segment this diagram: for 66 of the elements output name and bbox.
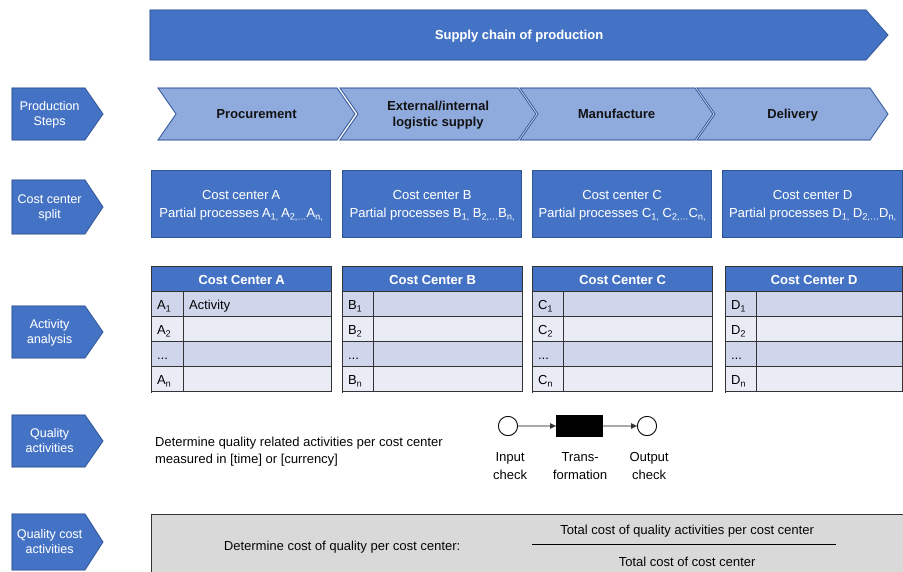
table-header: Cost Center A xyxy=(152,267,332,292)
box-text: Cost center A xyxy=(200,186,282,204)
step-label: Activity analysis xyxy=(26,317,74,347)
table-cell: A$_{n}$ xyxy=(152,367,184,392)
row-tag xyxy=(12,88,103,140)
node-caption: Input check xyxy=(492,448,528,484)
box-text: Cost center D xyxy=(772,186,854,204)
step-label: Cost center split xyxy=(16,192,82,222)
row-tag xyxy=(12,180,103,234)
node-caption: Output check xyxy=(628,448,670,484)
denominator-text: Total cost of cost center xyxy=(618,553,756,570)
step-label: Supply chain of production xyxy=(434,27,604,43)
process-box xyxy=(342,170,522,238)
table-cell: B$_{2}$ xyxy=(343,317,374,342)
process-step xyxy=(158,88,355,140)
table-cell: ... xyxy=(533,342,564,367)
numerator-text: Total cost of quality activities per cost center xyxy=(559,521,815,538)
table-header: Cost Center C xyxy=(533,267,713,292)
process-step xyxy=(340,88,536,140)
table-cell: ... xyxy=(343,342,374,367)
step-label: External/internal logistic supply xyxy=(386,98,490,130)
step-label: Procurement xyxy=(215,106,298,122)
title-banner xyxy=(150,10,888,60)
place-circle xyxy=(498,416,518,436)
row-tag xyxy=(12,306,103,358)
table-cell: C$_{n}$ xyxy=(533,367,564,392)
process-step xyxy=(697,88,888,140)
box-text: Partial processes C$_{1,}$ C$_{2,…}$C$_{n,}$ xyxy=(538,204,706,222)
process-step xyxy=(520,88,713,140)
note-text: Determine quality related activities per cost center measured in [time] or [currency] xyxy=(155,433,444,467)
table-cell: C$_{2}$ xyxy=(533,317,564,342)
row-tag xyxy=(12,415,103,467)
step-label: Delivery xyxy=(766,106,819,122)
process-box xyxy=(532,170,712,238)
step-label: Quality activities xyxy=(24,426,74,456)
table-cell: ... xyxy=(152,342,184,367)
row-tag xyxy=(12,514,103,570)
step-label: Production Steps xyxy=(18,99,80,129)
table-cell: B$_{n}$ xyxy=(343,367,374,392)
box-text: Cost center C xyxy=(581,186,663,204)
process-box xyxy=(151,170,331,238)
arrow xyxy=(602,423,638,429)
table-cell: Activity xyxy=(184,292,332,317)
box-text: Partial processes B$_{1,}$ B$_{2,…}$B$_{n,}$ xyxy=(348,204,516,222)
box-text: Partial processes D$_{1,}$ D$_{2,…}$D$_{n,}$ xyxy=(728,204,897,222)
table-cell: A$_{1}$ xyxy=(152,292,184,317)
table-header: Cost Center D xyxy=(726,267,903,292)
table-cell: D$_{1}$ xyxy=(726,292,757,317)
box-text: Cost center B xyxy=(392,186,472,204)
place-circle xyxy=(637,416,657,436)
step-label: Manufacture xyxy=(576,106,656,122)
table-cell: D$_{n}$ xyxy=(726,367,757,392)
arrow xyxy=(518,423,556,429)
table-cell: D$_{2}$ xyxy=(726,317,757,342)
transition-box xyxy=(556,415,603,437)
table-cell: A$_{2}$ xyxy=(152,317,184,342)
table-cell: B$_{1}$ xyxy=(343,292,374,317)
box-text: Partial processes A$_{1,}$ A$_{2,…}$A$_{n,}$ xyxy=(158,204,324,222)
table-header: Cost Center B xyxy=(343,267,523,292)
node-caption: Trans- formation xyxy=(552,448,608,484)
table-cell: C$_{1}$ xyxy=(533,292,564,317)
process-box xyxy=(722,170,903,238)
table-cell: ... xyxy=(726,342,757,367)
step-label: Quality cost activities xyxy=(16,527,84,557)
formula-panel xyxy=(151,514,903,572)
formula-text: Determine cost of quality per cost center: xyxy=(222,537,462,554)
